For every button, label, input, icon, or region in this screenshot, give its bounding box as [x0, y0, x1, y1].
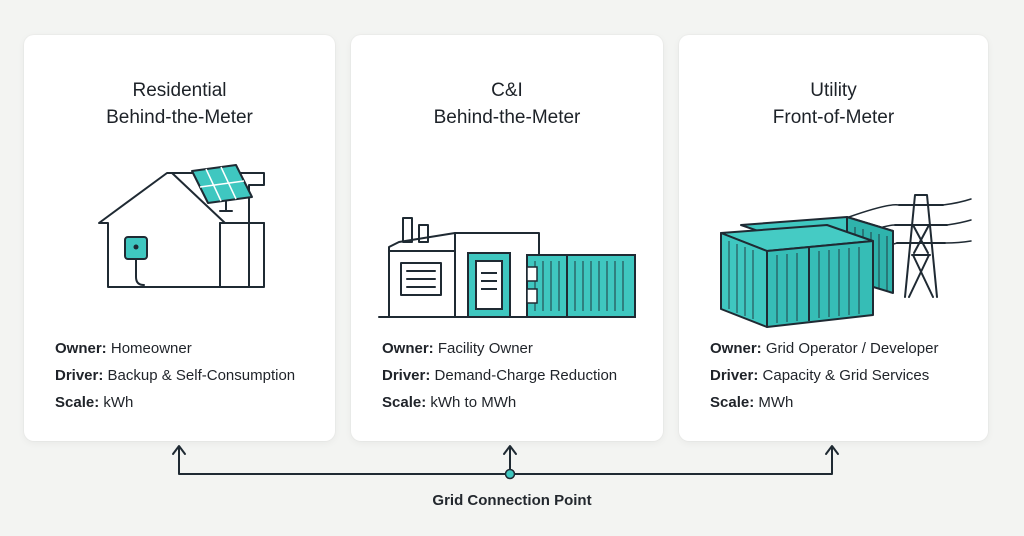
driver-label: Driver: — [382, 367, 431, 384]
battery-container-icon — [720, 224, 874, 328]
card-title: Residential Behind-the-Meter — [24, 77, 335, 131]
owner-value: Homeowner — [110, 340, 192, 357]
scale-value: MWh — [758, 394, 794, 411]
battery-containers-and-transmission-tower-icon — [720, 194, 972, 328]
driver-fact: Driver: Demand-Charge Reduction — [382, 362, 617, 389]
grid-connection-label: Grid Connection Point — [432, 492, 592, 509]
driver-value: Demand-Charge Reduction — [434, 367, 618, 384]
residential-card: Residential Behind-the-Meter — [24, 35, 335, 441]
driver-value: Capacity & Grid Services — [762, 367, 930, 384]
driver-label: Driver: — [55, 367, 104, 384]
owner-label: Owner: — [55, 340, 107, 357]
card-title-line: C&I — [491, 80, 523, 101]
scale-label: Scale: — [382, 394, 427, 411]
owner-fact: Owner: Homeowner — [55, 335, 295, 362]
owner-label: Owner: — [382, 340, 434, 357]
driver-label: Driver: — [710, 367, 759, 384]
scale-label: Scale: — [710, 394, 755, 411]
utility-card: Utility Front-of-Meter — [679, 35, 988, 441]
arrow-up-icon — [825, 445, 839, 455]
scale-fact: Scale: kWh to MWh — [382, 389, 617, 416]
owner-fact: Owner: Grid Operator / Developer — [710, 335, 938, 362]
wall-battery-icon — [124, 236, 148, 260]
card-facts: Owner: Homeowner Driver: Backup & Self-C… — [55, 335, 295, 416]
ci-card: C&I Behind-the-Meter — [351, 35, 663, 441]
card-facts: Owner: Grid Operator / Developer Driver:… — [710, 335, 938, 416]
transmission-tower-icon — [848, 194, 972, 298]
card-title: C&I Behind-the-Meter — [351, 77, 663, 131]
battery-container-icon — [526, 254, 636, 318]
scale-fact: Scale: MWh — [710, 389, 938, 416]
driver-fact: Driver: Capacity & Grid Services — [710, 362, 938, 389]
arrow-up-icon — [503, 445, 517, 455]
card-title-line: Behind-the-Meter — [106, 107, 253, 128]
facility-door-icon — [467, 252, 511, 318]
scale-value: kWh — [103, 394, 134, 411]
owner-value: Grid Operator / Developer — [765, 340, 939, 357]
card-title-line: Residential — [132, 80, 227, 101]
solar-panel-icon — [191, 164, 253, 204]
card-title-line: Front-of-Meter — [772, 107, 895, 128]
card-facts: Owner: Facility Owner Driver: Demand-Cha… — [382, 335, 617, 416]
factory-with-battery-container-icon — [378, 217, 636, 318]
driver-fact: Driver: Backup & Self-Consumption — [55, 362, 295, 389]
house-with-solar-and-battery-icon — [98, 164, 265, 288]
scale-fact: Scale: kWh — [55, 389, 295, 416]
owner-value: Facility Owner — [437, 340, 533, 357]
arrow-up-icon — [172, 445, 186, 455]
owner-label: Owner: — [710, 340, 762, 357]
scale-value: kWh to MWh — [430, 394, 517, 411]
card-title: Utility Front-of-Meter — [679, 77, 988, 131]
card-title-line: Behind-the-Meter — [433, 107, 581, 128]
card-title-line: Utility — [810, 80, 857, 101]
connection-node-icon — [504, 468, 516, 480]
scale-label: Scale: — [55, 394, 100, 411]
driver-value: Backup & Self-Consumption — [107, 367, 296, 384]
owner-fact: Owner: Facility Owner — [382, 335, 617, 362]
